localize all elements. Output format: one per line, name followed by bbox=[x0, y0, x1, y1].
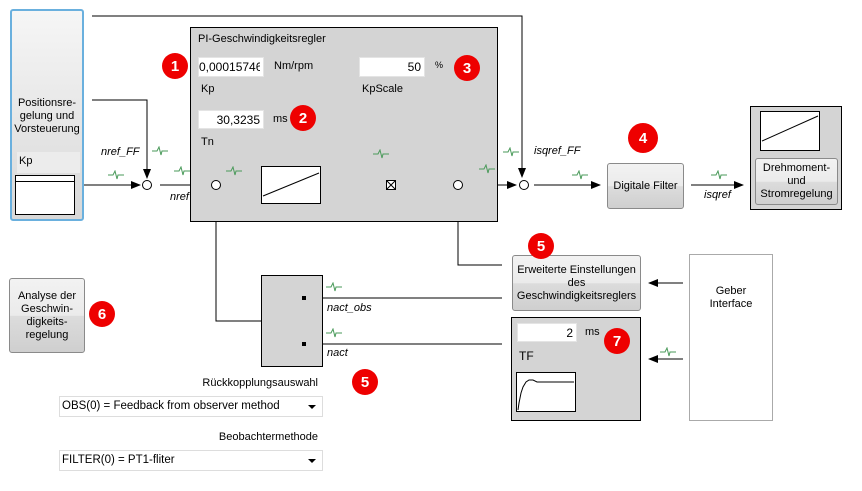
analysis-label-line: Analyse der bbox=[17, 289, 77, 302]
badge-1: 1 bbox=[162, 53, 188, 79]
position-label-line: gelung und bbox=[19, 110, 75, 122]
kp-input[interactable] bbox=[198, 57, 264, 77]
feedback-select-label: Rückkopplungsauswahl bbox=[202, 377, 318, 389]
kp-unit: Nm/rpm bbox=[274, 60, 314, 72]
digital-filter-button[interactable]: Digitale Filter bbox=[607, 163, 684, 209]
signal-monitor-icon[interactable] bbox=[503, 146, 519, 157]
torque-label-line: und bbox=[787, 175, 806, 187]
torque-control-button[interactable]: Drehmoment- und Stromregelung bbox=[755, 158, 838, 205]
pi-transfer-graph bbox=[261, 166, 321, 204]
switch-contact bbox=[302, 296, 306, 300]
position-control-button[interactable]: Positionsre- gelung und Vorsteuerung Kp bbox=[10, 9, 84, 221]
signal-monitor-icon[interactable] bbox=[152, 145, 168, 156]
observer-select-value: FILTER(0) = PT1-fliter bbox=[62, 454, 175, 466]
signal-monitor-icon[interactable] bbox=[660, 346, 676, 357]
analysis-label-line: digkeits- bbox=[26, 315, 68, 328]
tf-input[interactable] bbox=[517, 323, 577, 342]
feedback-switch-block bbox=[261, 275, 323, 367]
badge-5: 5 bbox=[528, 233, 554, 259]
advanced-settings-button[interactable]: Erweiterte Einstellungen des Geschwindig… bbox=[512, 255, 641, 311]
nref-signal: nref bbox=[170, 191, 189, 203]
observer-select[interactable]: FILTER(0) = PT1-fliter bbox=[59, 450, 323, 471]
advanced-label-line: des bbox=[567, 276, 586, 289]
analysis-label-line: Geschwin- bbox=[21, 302, 73, 315]
badge-7: 7 bbox=[604, 328, 630, 354]
position-graph bbox=[15, 175, 75, 215]
encoder-label-line: Interface bbox=[709, 298, 753, 310]
isqref-signal: isqref bbox=[704, 189, 731, 201]
sum-node bbox=[142, 180, 152, 190]
speed-control-analysis-button[interactable]: Analyse der Geschwin- digkeits- regelung bbox=[9, 278, 85, 353]
signal-monitor-icon[interactable] bbox=[108, 169, 124, 180]
kpscale-input[interactable] bbox=[359, 57, 425, 77]
badge-5: 5 bbox=[352, 369, 378, 395]
feedback-select-value: OBS(0) = Feedback from observer method bbox=[62, 400, 280, 412]
badge-2: 2 bbox=[290, 105, 316, 131]
signal-monitor-icon[interactable] bbox=[711, 169, 727, 180]
signal-monitor-icon[interactable] bbox=[174, 165, 190, 176]
position-label-line: Positionsre- bbox=[17, 97, 77, 109]
signal-monitor-icon[interactable] bbox=[572, 169, 588, 180]
kpscale-label: KpScale bbox=[362, 83, 403, 95]
torque-label-line: Stromregelung bbox=[760, 188, 833, 200]
feedback-select[interactable]: OBS(0) = Feedback from observer method bbox=[59, 396, 323, 417]
tf-label: TF bbox=[519, 349, 534, 363]
badge-4: 4 bbox=[628, 123, 658, 153]
pi-controller-title: PI-Geschwindigkeitsregler bbox=[198, 33, 326, 45]
nact-obs-signal: nact_obs bbox=[327, 302, 372, 314]
badge-3: 3 bbox=[454, 55, 480, 81]
signal-monitor-icon[interactable] bbox=[373, 148, 389, 159]
torque-graph bbox=[760, 111, 820, 151]
nact-signal: nact bbox=[327, 347, 348, 359]
position-label-line: Vorsteuerung bbox=[14, 123, 80, 135]
advanced-label-line: Erweiterte Einstellungen bbox=[517, 263, 636, 276]
tf-step-response-graph bbox=[516, 372, 576, 412]
analysis-label-line: regelung bbox=[25, 328, 69, 341]
isqref-ff-signal: isqref_FF bbox=[534, 145, 581, 157]
torque-label-line: Drehmoment- bbox=[762, 162, 831, 174]
observer-select-label: Beobachtermethode bbox=[218, 431, 318, 443]
encoder-label-line: Geber bbox=[715, 285, 747, 297]
signal-monitor-icon[interactable] bbox=[479, 163, 495, 174]
switch-contact bbox=[302, 342, 306, 346]
tn-unit: ms bbox=[273, 113, 288, 125]
signal-monitor-icon[interactable] bbox=[326, 327, 342, 338]
tf-unit: ms bbox=[585, 326, 600, 338]
signal-monitor-icon[interactable] bbox=[226, 165, 242, 176]
digital-filter-label: Digitale Filter bbox=[613, 179, 678, 192]
kp-label: Kp bbox=[201, 83, 215, 95]
nref-ff-signal: nref_FF bbox=[101, 146, 140, 158]
signal-monitor-icon[interactable] bbox=[326, 281, 342, 292]
chevron-down-icon bbox=[308, 405, 316, 409]
sum-node bbox=[453, 180, 463, 190]
position-kp-label: Kp bbox=[17, 152, 80, 173]
sum-node bbox=[519, 180, 529, 190]
chevron-down-icon bbox=[308, 459, 316, 463]
tn-input[interactable] bbox=[198, 110, 264, 129]
badge-6: 6 bbox=[89, 301, 115, 327]
sum-node bbox=[211, 180, 221, 190]
kpscale-unit: % bbox=[435, 60, 444, 70]
multiplier-block bbox=[386, 180, 396, 190]
encoder-interface-block: Geber Interface bbox=[689, 254, 773, 421]
tn-label: Tn bbox=[201, 136, 214, 148]
advanced-label-line: Geschwindigkeitsreglers bbox=[516, 289, 637, 302]
